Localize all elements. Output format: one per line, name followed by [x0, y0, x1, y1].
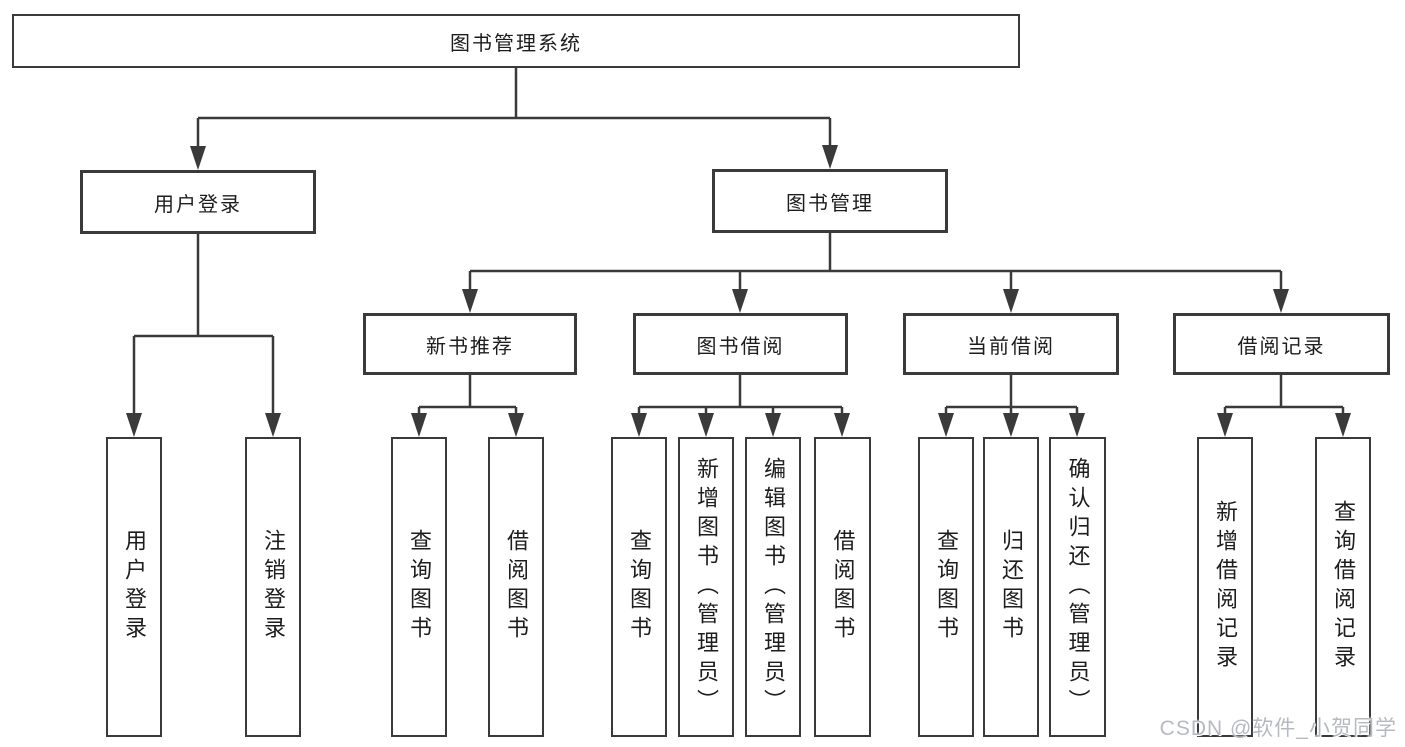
arrowhead-icon — [765, 413, 781, 437]
arrowhead-icon — [1003, 413, 1019, 437]
leaf-logout-login: 注销登录 — [245, 437, 301, 737]
arrowhead-icon — [938, 413, 954, 437]
arrowhead-icon — [411, 413, 427, 437]
arrowhead-icon — [732, 289, 748, 313]
node-user-login: 用户登录 — [80, 170, 316, 234]
arrowhead-icon — [1335, 413, 1351, 437]
leaf-confirm-return-admin: 确认归还（管理员） — [1049, 437, 1106, 737]
node-new-book-recommendation: 新书推荐 — [363, 313, 577, 375]
arrowhead-icon — [265, 413, 281, 437]
arrowhead-icon — [126, 413, 142, 437]
leaf-return-books: 归还图书 — [983, 437, 1039, 737]
leaf-add-borrow-record: 新增借阅记录 — [1197, 437, 1253, 737]
leaf-borrow-books-recommend: 借阅图书 — [488, 437, 544, 737]
leaf-borrow-books: 借阅图书 — [814, 437, 871, 737]
arrowhead-icon — [1217, 413, 1233, 437]
csdn-watermark: CSDN @软件_小贺同学 — [1159, 717, 1397, 740]
leaf-query-borrow-record: 查询借阅记录 — [1315, 437, 1371, 737]
arrowhead-icon — [462, 289, 478, 313]
arrowhead-icon — [508, 413, 524, 437]
arrowhead-icon — [834, 413, 850, 437]
arrowhead-icon — [190, 146, 206, 170]
arrowheads — [126, 145, 1351, 437]
leaf-edit-books-admin: 编辑图书（管理员） — [745, 437, 801, 737]
leaf-query-books-recommend: 查询图书 — [391, 437, 447, 737]
arrowhead-icon — [1003, 289, 1019, 313]
node-borrowing-records: 借阅记录 — [1173, 313, 1390, 375]
leaf-query-books-borrow: 查询图书 — [611, 437, 667, 737]
leaf-user-login: 用户登录 — [106, 437, 162, 737]
node-book-borrowing: 图书借阅 — [633, 313, 848, 375]
arrowhead-icon — [1069, 413, 1085, 437]
leaf-query-books-current: 查询图书 — [918, 437, 974, 737]
arrowhead-icon — [822, 145, 838, 169]
node-current-borrowing: 当前借阅 — [903, 313, 1119, 375]
node-book-management: 图书管理 — [712, 169, 948, 233]
leaf-add-books-admin: 新增图书（管理员） — [678, 437, 734, 737]
arrowhead-icon — [698, 413, 714, 437]
arrowhead-icon — [631, 413, 647, 437]
node-library-management-system: 图书管理系统 — [12, 14, 1020, 68]
arrowhead-icon — [1273, 289, 1289, 313]
